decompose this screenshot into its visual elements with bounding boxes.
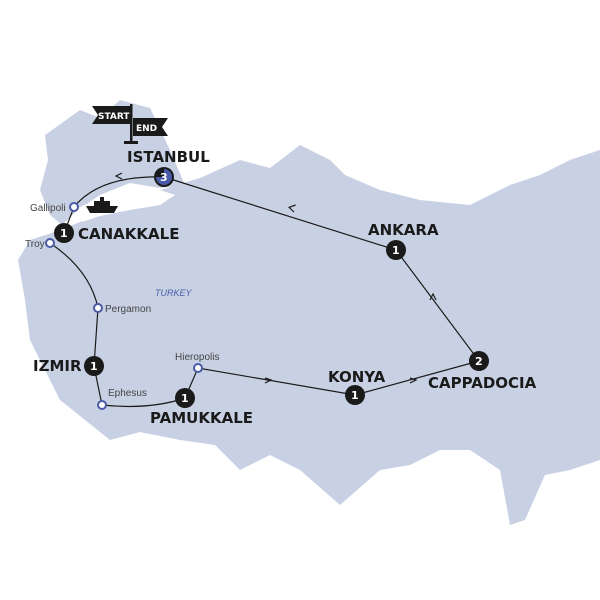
flag-end: END [136, 124, 157, 134]
city-istanbul: ISTANBUL [127, 148, 210, 166]
nights-konya: 1 [351, 389, 359, 402]
nights-canakkale: 1 [60, 227, 68, 240]
city-izmir: IZMIR [33, 357, 82, 375]
city-pamukkale: PAMUKKALE [150, 409, 253, 427]
nights-istanbul: 3 [160, 171, 168, 184]
site-ephesus: Ephesus [108, 388, 147, 399]
anatolia [18, 145, 600, 525]
city-canakkale: CANAKKALE [78, 225, 179, 243]
nights-cappadocia: 2 [475, 355, 483, 368]
site-troy: Troy [25, 239, 45, 250]
flag-icon: START END [92, 104, 168, 144]
nights-izmir: 1 [90, 360, 98, 373]
nights-ankara: 1 [392, 244, 400, 257]
city-konya: KONYA [328, 368, 386, 386]
site-hieropolis: Hieropolis [175, 352, 219, 363]
nights-pamukkale: 1 [181, 392, 189, 405]
city-markers: 3 1 1 1 1 2 1 [54, 167, 489, 408]
site-pergamon: Pergamon [105, 304, 151, 315]
city-ankara: ANKARA [368, 221, 439, 239]
route-arrows [114, 172, 437, 384]
country-label: TURKEY [155, 288, 193, 298]
site-gallipoli: Gallipoli [30, 203, 66, 214]
flag-start: START [98, 112, 130, 122]
site-markers [45, 202, 203, 410]
ferry-icon [86, 197, 118, 213]
city-cappadocia: CAPPADOCIA [428, 374, 537, 392]
